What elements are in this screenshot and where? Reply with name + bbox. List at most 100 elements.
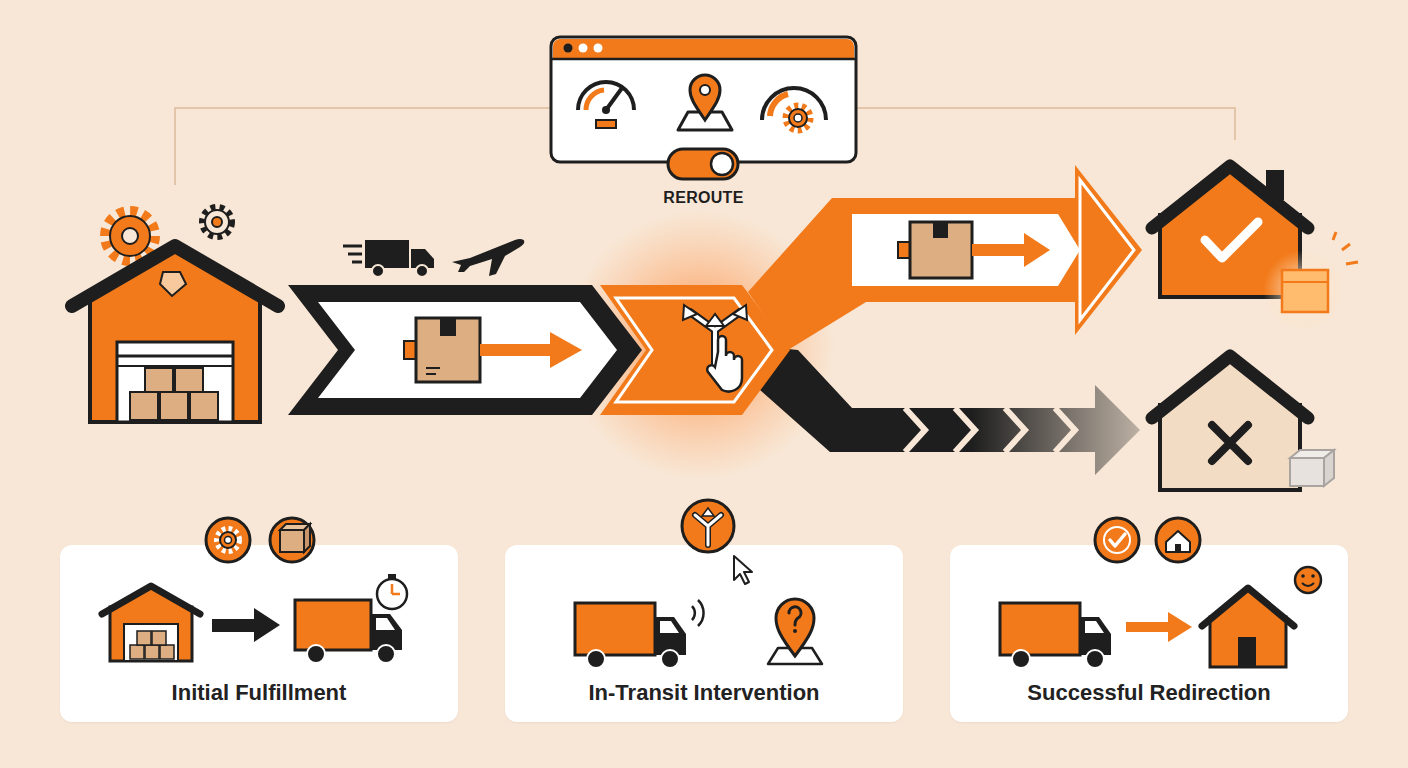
smiley-symbol <box>1311 574 1315 578</box>
success-house <box>1333 232 1336 240</box>
warehouse-symbol <box>72 208 278 422</box>
dashboard-panel: REROUTE <box>551 37 856 209</box>
smiley-symbol <box>1301 574 1305 578</box>
warehouse-symbol <box>130 645 144 659</box>
truck-symbol <box>352 261 362 264</box>
gauge-gear-symbol <box>762 88 826 130</box>
main-chevron <box>404 341 416 359</box>
failed-route <box>1005 408 1025 452</box>
main-chevron <box>480 344 552 356</box>
node-label: REROUTE <box>551 189 856 207</box>
node-label: Successful Redirection <box>1027 680 1270 706</box>
warehouse-symbol <box>203 208 231 236</box>
truck-symbol <box>416 265 428 277</box>
failed-house <box>1152 356 1334 490</box>
success-house <box>1346 262 1358 264</box>
failed-route <box>1055 408 1075 452</box>
decision-chevron <box>616 298 772 402</box>
success-house <box>1205 222 1258 258</box>
truck-symbol <box>655 617 686 655</box>
success-house <box>1282 270 1328 312</box>
warehouse-symbol <box>117 355 233 358</box>
failed-house <box>1152 356 1308 418</box>
step-icon <box>270 518 314 562</box>
plane-symbol <box>452 239 524 276</box>
step-icon <box>695 515 721 545</box>
warehouse-symbol <box>190 392 218 420</box>
step-card: Initial Fulfillment <box>60 545 458 722</box>
leader-line <box>175 108 551 185</box>
warehouse-symbol <box>130 392 158 420</box>
truck-symbol <box>1086 650 1104 668</box>
success-house <box>1160 168 1300 222</box>
stopwatch-symbol <box>377 574 407 609</box>
step-icon <box>1166 531 1190 552</box>
map-pin-symbol <box>678 112 732 130</box>
success-house <box>1282 281 1328 283</box>
warehouse-symbol <box>102 586 200 661</box>
dashboard-panel <box>579 44 588 53</box>
failed-route <box>905 408 925 452</box>
arrow-symbol <box>212 608 280 642</box>
warehouse-symbol <box>122 228 138 244</box>
truck-symbol <box>660 621 679 633</box>
gauge-gear-symbol <box>794 114 802 122</box>
failed-route <box>745 345 1140 475</box>
gauge-symbol <box>596 120 616 128</box>
step-icon <box>734 556 752 584</box>
truck-symbol <box>348 253 362 256</box>
smiley-symbol <box>1295 567 1321 593</box>
dashboard-panel <box>551 37 856 162</box>
arrow-symbol <box>1168 612 1192 642</box>
arrow-symbol <box>212 619 256 632</box>
warehouse-symbol <box>72 246 278 306</box>
leader-line <box>856 108 1235 140</box>
step-icon <box>280 530 304 552</box>
gauge-gear-symbol <box>786 106 810 130</box>
gauge-symbol <box>606 88 622 110</box>
gauge-symbol <box>586 90 604 110</box>
warehouse-symbol <box>102 586 200 614</box>
reroute-arrow <box>1024 233 1050 267</box>
warehouse-symbol <box>145 645 159 659</box>
plane-symbol <box>452 239 524 276</box>
truck-symbol <box>698 600 704 626</box>
main-chevron <box>318 302 617 398</box>
truck-symbol <box>1080 617 1111 655</box>
house-symbol <box>1202 588 1294 626</box>
gauge-symbol <box>578 82 634 128</box>
step-icon <box>220 532 236 548</box>
step-icon <box>682 500 734 552</box>
toggle-switch <box>668 149 738 179</box>
truck-symbol <box>575 600 704 668</box>
reroute-arrow <box>1080 180 1134 320</box>
toggle-switch <box>668 149 738 179</box>
failed-house <box>1160 358 1300 412</box>
truck-symbol <box>295 600 402 663</box>
gauge-symbol <box>602 106 610 114</box>
house-symbol <box>1202 588 1294 667</box>
main-chevron <box>288 285 642 415</box>
dashboard-panel <box>551 37 856 162</box>
reroute-arrow <box>852 214 1080 286</box>
dashboard-panel <box>553 39 854 59</box>
warehouse-symbol <box>160 645 174 659</box>
success-house <box>1152 166 1358 330</box>
warehouse-symbol <box>124 624 178 661</box>
dashboard-panel <box>594 44 603 53</box>
truck-symbol <box>377 645 395 663</box>
warehouse-symbol <box>90 292 260 422</box>
warehouse-symbol <box>137 631 151 645</box>
map-pin-symbol <box>768 648 822 664</box>
decision-chevron <box>707 336 742 392</box>
truck-symbol <box>692 606 695 620</box>
decision-chevron <box>600 285 790 415</box>
step-icon <box>702 508 714 516</box>
main-chevron <box>426 373 436 375</box>
step-icon <box>206 518 314 562</box>
step-icon <box>217 529 239 551</box>
step-icon <box>1104 527 1130 553</box>
step-icon <box>1095 518 1200 562</box>
warehouse-symbol <box>145 368 173 392</box>
